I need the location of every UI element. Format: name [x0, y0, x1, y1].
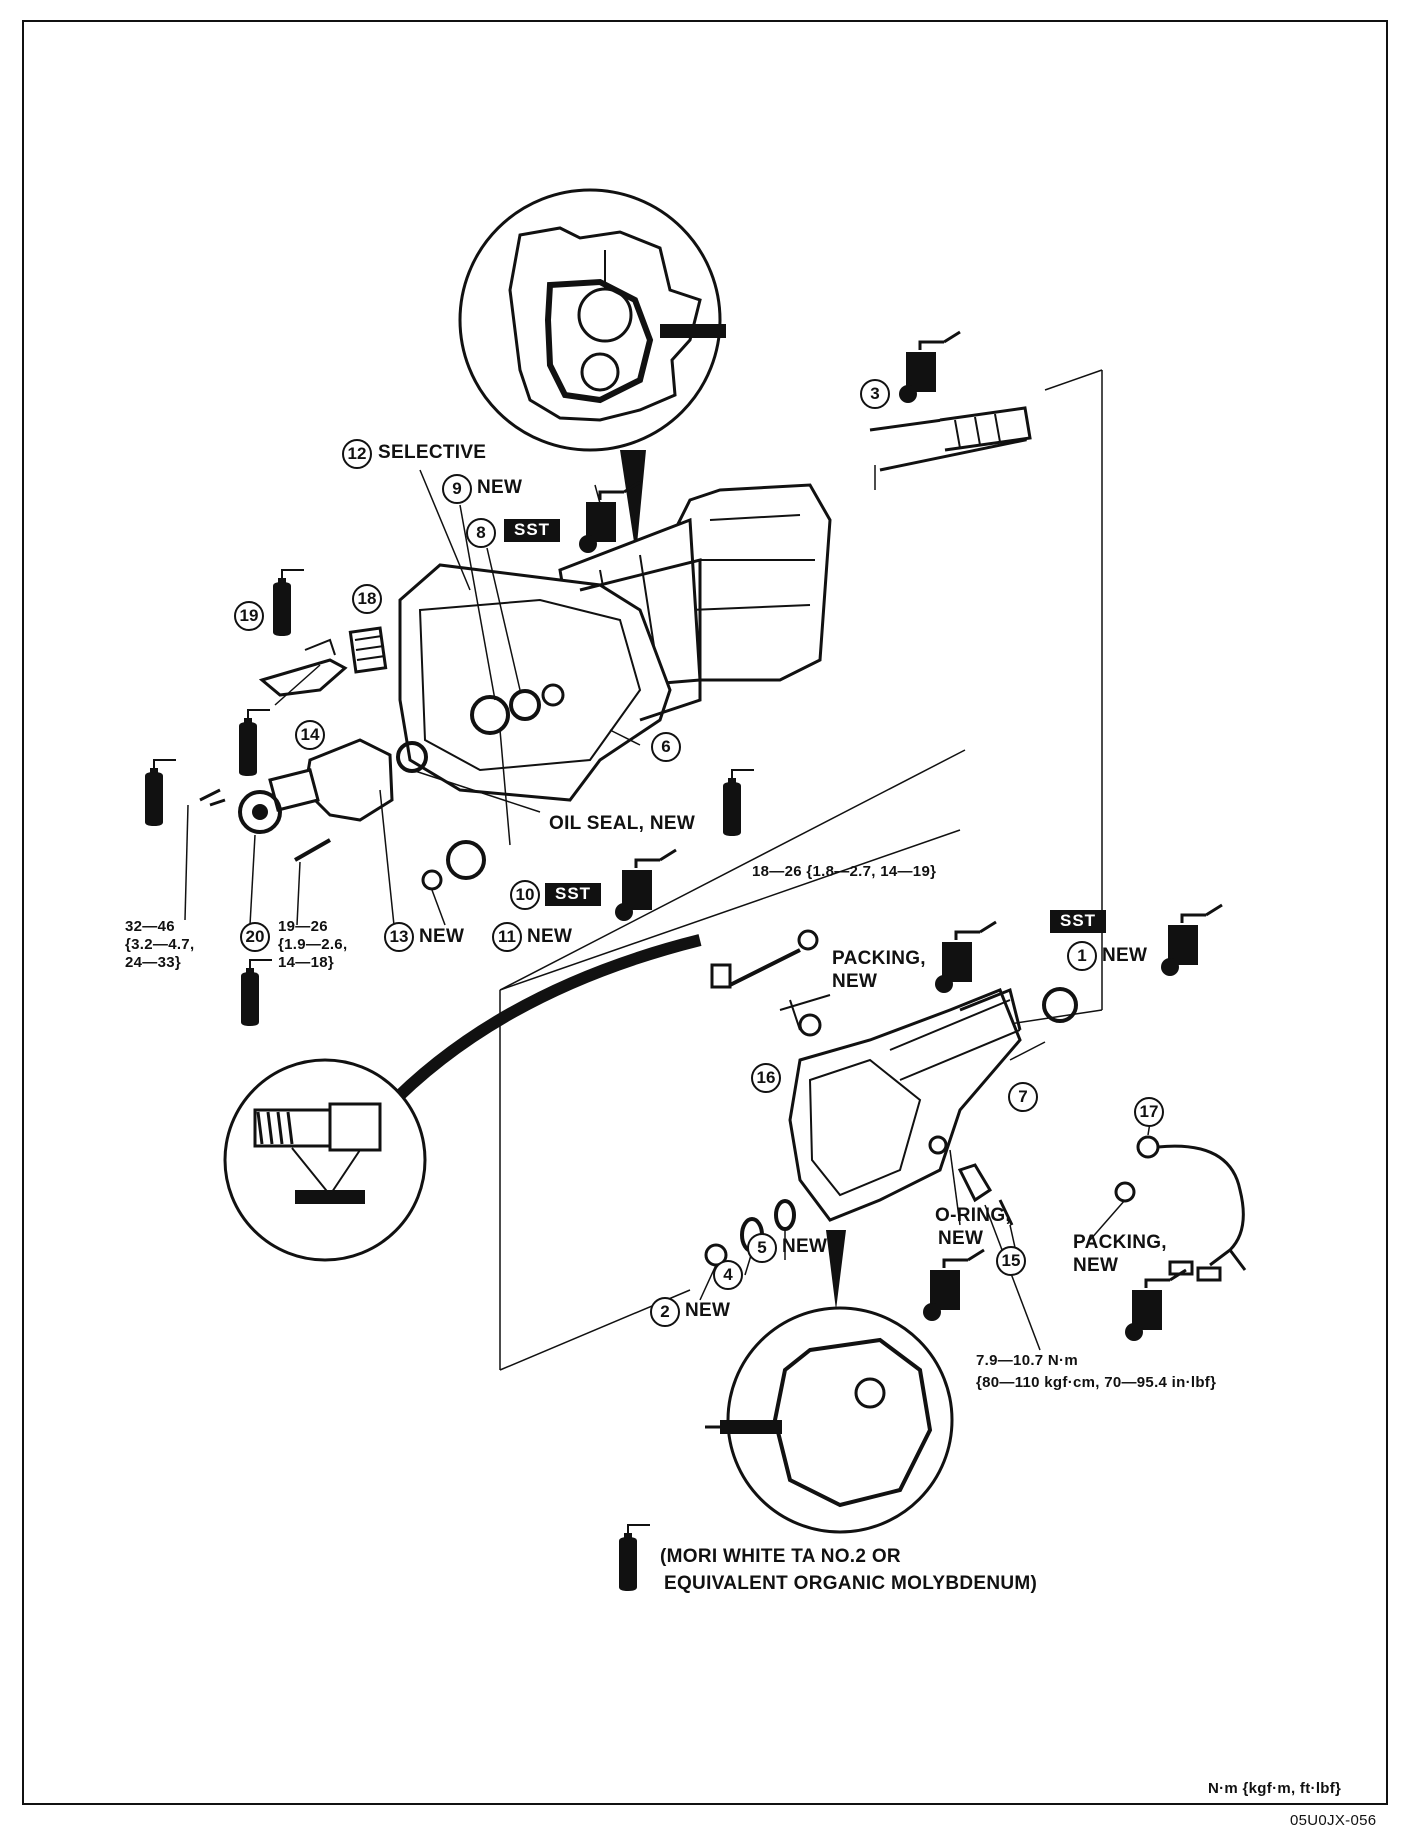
torque-left-a: 32—46 {3.2—4.7, 24—33} [125, 918, 195, 971]
sealant-gun-icon [933, 920, 998, 995]
callout-15: 15 [996, 1246, 1026, 1276]
lower-pointer [826, 1230, 846, 1310]
label-new-2: NEW [685, 1300, 731, 1321]
callout-6: 6 [651, 732, 681, 762]
label-new-11: NEW [527, 926, 573, 947]
leader-lines-top [184, 369, 1103, 1371]
callout-14: 14 [295, 720, 325, 750]
sst-badge-1: SST [1050, 910, 1107, 933]
callout-18: 18 [352, 584, 382, 614]
grease-icon [722, 769, 755, 837]
page-border [22, 20, 1388, 1805]
sst-badge-10: SST [545, 883, 602, 906]
callout-16: 16 [751, 1063, 781, 1093]
figure-code: 05U0JX-056 [1290, 1812, 1377, 1829]
inset-bellhousing-circle [458, 188, 726, 555]
callout-17: 17 [1134, 1097, 1164, 1127]
label-new-13: NEW [419, 926, 465, 947]
inset-bolt-circle [223, 1058, 427, 1262]
callout-13: 13 [384, 922, 414, 952]
front-cover-parts [199, 738, 486, 891]
grease-icon [240, 959, 273, 1027]
label-packing-top-1: PACKING, [832, 948, 926, 969]
units-note: N·m {kgf·m, ft·lbf} [1208, 1780, 1342, 1797]
rear-small-parts [704, 1135, 1247, 1282]
torque-sensor-2: {80—110 kgf·cm, 70—95.4 in·lbf} [976, 1374, 1217, 1391]
label-packing-right-1: PACKING, [1073, 1232, 1167, 1253]
sealant-gun-icon [1159, 903, 1224, 978]
grease-icon [144, 759, 177, 827]
callout-5: 5 [747, 1233, 777, 1263]
clutch-housing [398, 558, 702, 802]
label-packing-right-2: NEW [1073, 1255, 1119, 1276]
label-new-1: NEW [1102, 945, 1148, 966]
callout-1: 1 [1067, 941, 1097, 971]
label-o-ring-2: NEW [938, 1228, 984, 1249]
torque-left-b: 19—26 {1.9—2.6, 14—18} [278, 918, 348, 971]
callout-12: 12 [342, 439, 372, 469]
sealant-gun-icon [921, 1248, 986, 1323]
callout-8: 8 [466, 518, 496, 548]
sealant-gun-icon [613, 848, 678, 923]
legend-line-2: EQUIVALENT ORGANIC MOLYBDENUM) [664, 1573, 1038, 1594]
label-new-9: NEW [477, 477, 523, 498]
callout-11: 11 [492, 922, 522, 952]
label-o-ring-1: O-RING, [935, 1205, 1011, 1226]
callout-10: 10 [510, 880, 540, 910]
callout-3: 3 [860, 379, 890, 409]
grease-icon [618, 1524, 651, 1592]
grease-icon [238, 709, 271, 777]
sweep-pointer [380, 934, 702, 1115]
label-selective: SELECTIVE [378, 442, 487, 463]
callout-7: 7 [1008, 1082, 1038, 1112]
callout-20: 20 [240, 922, 270, 952]
inset-gasket-circle [705, 1306, 954, 1534]
torque-bolt-top: 18—26 {1.8—2.7, 14—19} [752, 863, 937, 880]
callout-19: 19 [234, 601, 264, 631]
extension-housing [710, 929, 1078, 1222]
label-packing-top-2: NEW [832, 971, 878, 992]
grease-icon [272, 569, 305, 637]
label-new-5: NEW [782, 1236, 828, 1257]
legend-line-1: (MORI WHITE TA NO.2 OR [660, 1546, 901, 1567]
callout-2: 2 [650, 1297, 680, 1327]
torque-sensor-1: 7.9—10.7 N·m [976, 1352, 1078, 1369]
sealant-gun-icon [1123, 1268, 1188, 1343]
label-oil-seal-new: OIL SEAL, NEW [549, 813, 696, 834]
release-parts [258, 626, 388, 697]
callout-9: 9 [442, 474, 472, 504]
sealant-gun-icon [897, 330, 962, 405]
sst-badge-8: SST [504, 519, 561, 542]
callout-4: 4 [713, 1260, 743, 1290]
